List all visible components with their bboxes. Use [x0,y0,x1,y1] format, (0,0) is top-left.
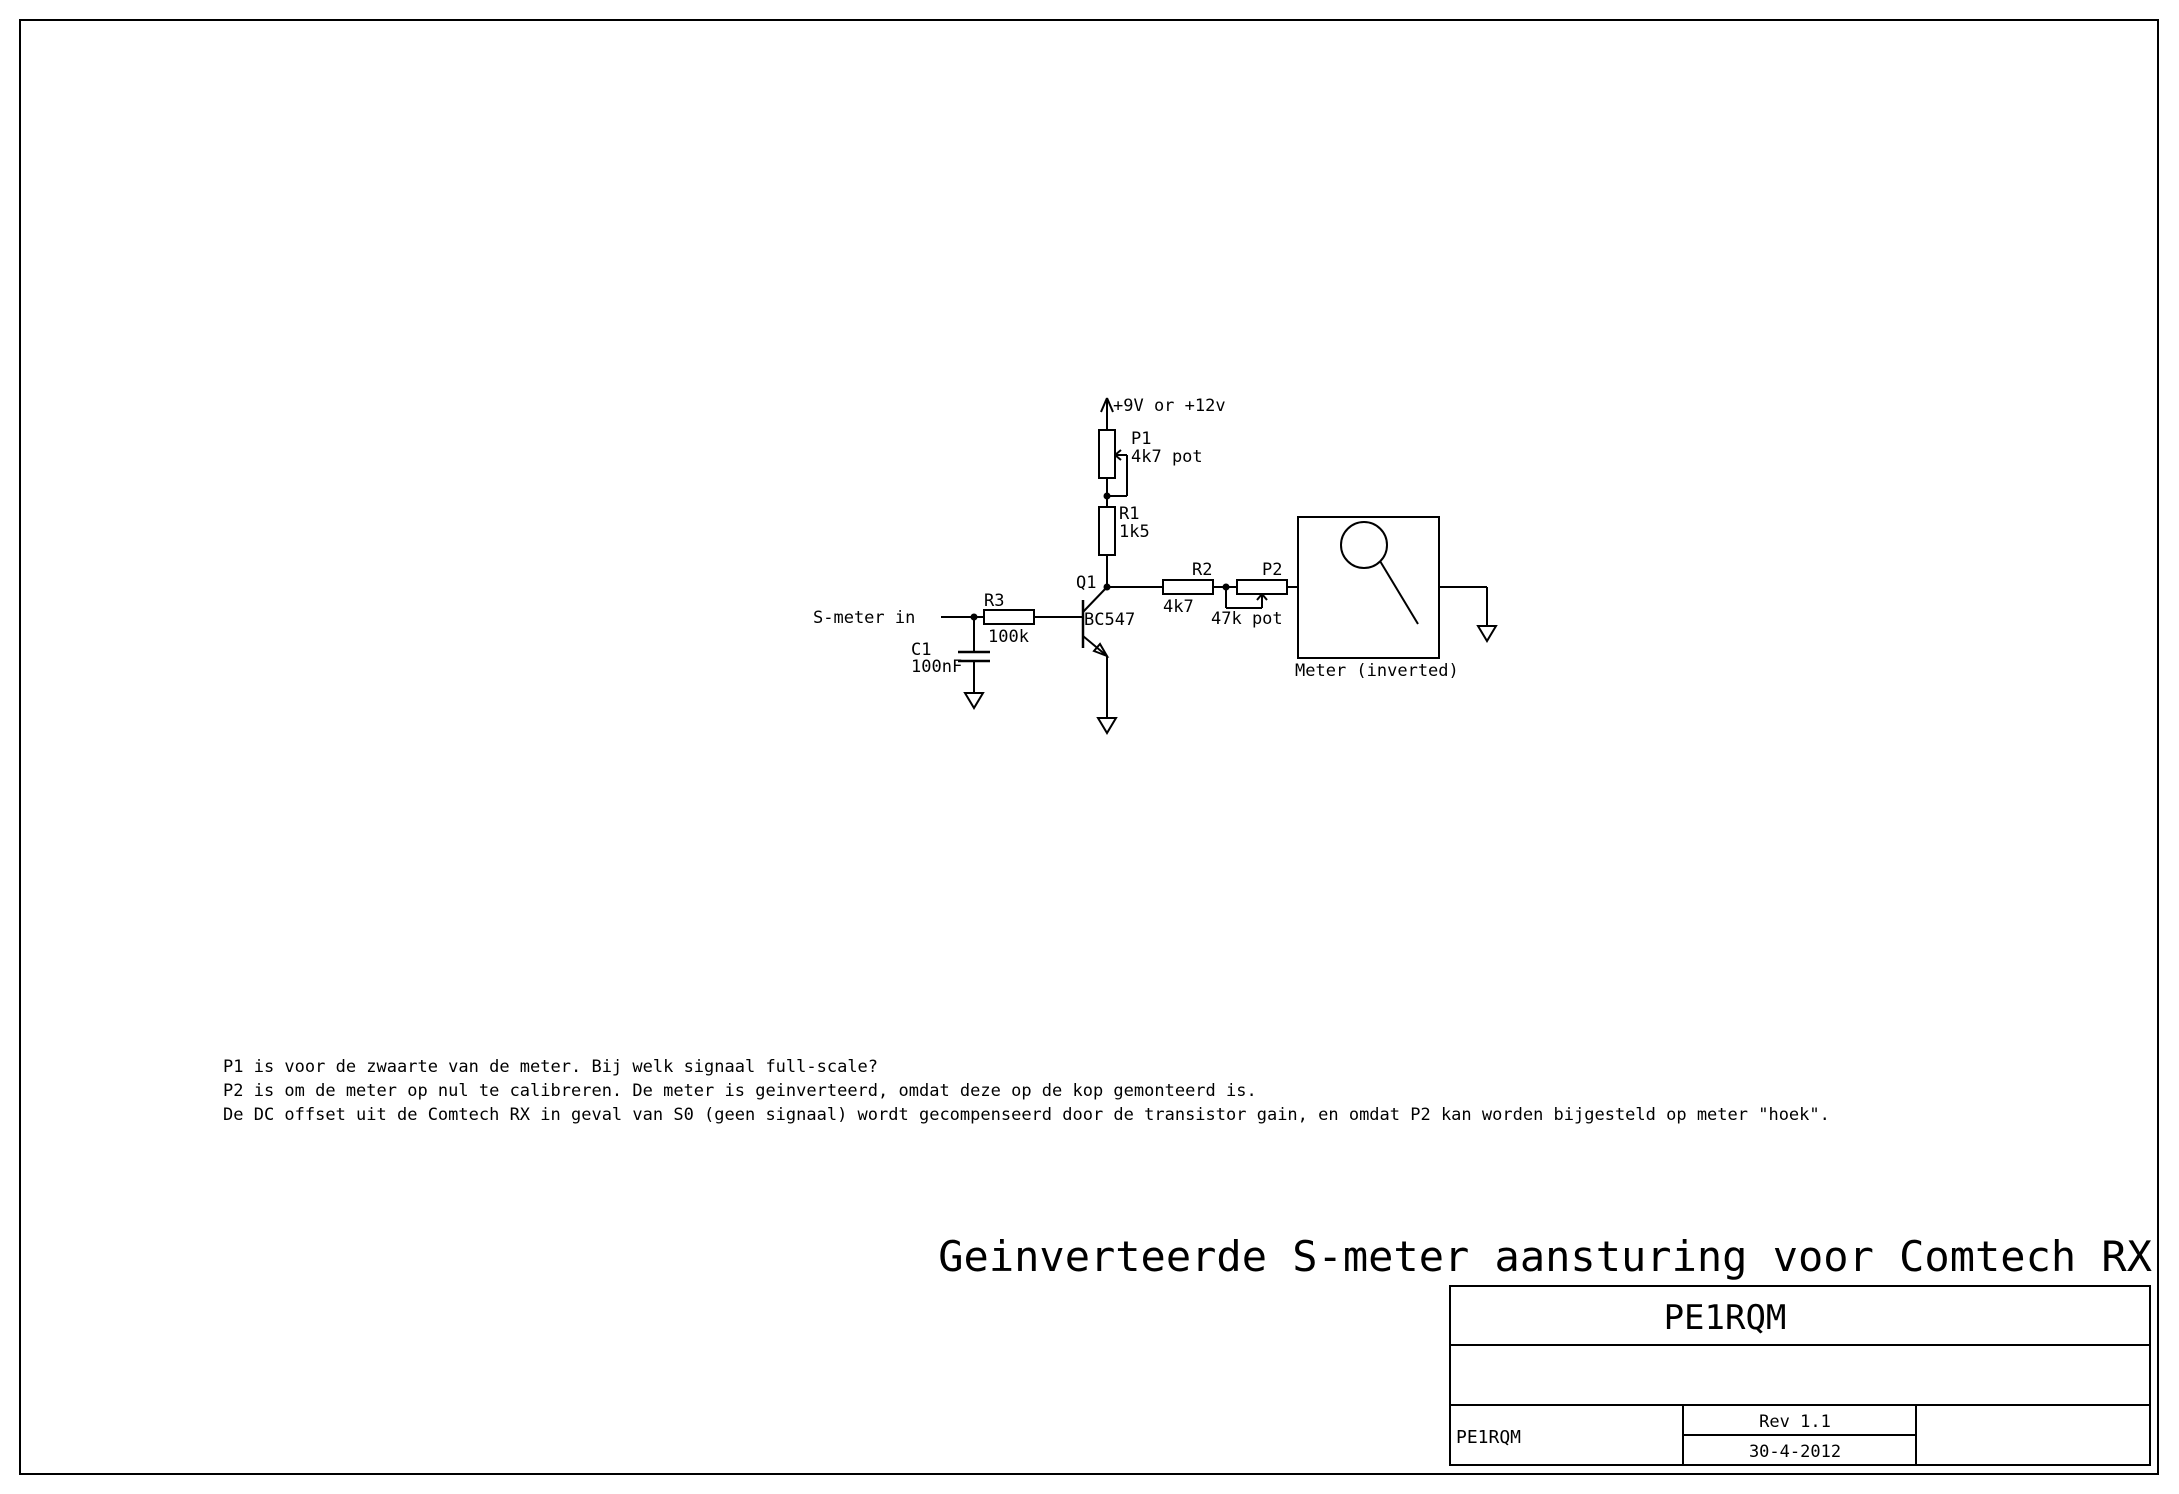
p2-potentiometer [1222,579,1298,609]
ground-symbol-meter [1476,625,1498,643]
ground-symbol-c1 [963,692,985,710]
meter-label: Meter (inverted) [1295,661,1459,681]
r2-ref: R2 [1192,560,1212,580]
company-name: PE1RQM [1664,1298,1787,1338]
note-line: P1 is voor de zwaarte van de meter. Bij … [223,1057,878,1077]
sheet-frame [19,19,2159,1475]
p1-potentiometer [1098,429,1128,507]
notes: P1 is voor de zwaarte van de meter. Bij … [223,1057,1830,1125]
q1-transistor [1081,583,1111,658]
r3-resistor [983,609,1035,625]
q1-value: BC547 [1084,610,1135,630]
r2-value: 4k7 [1163,597,1194,617]
q1-ref: Q1 [1076,573,1096,593]
circuit: +9V or +12v P1 4k7 pot R1 1k5 Q1 BC54 [813,396,1498,735]
supply-symbol [1100,397,1114,430]
c1-ref: C1 [911,640,931,660]
supply-label: +9V or +12v [1113,396,1226,416]
revision-date: 30-4-2012 [1749,1442,1841,1462]
c1-capacitor [958,617,990,693]
drawing-title: Geinverteerde S-meter aansturing voor Co… [938,1232,2152,1281]
author-name: PE1RQM [1456,1427,1521,1448]
r2-resistor [1162,579,1214,595]
note-line: De DC offset uit de Comtech RX in geval … [223,1105,1830,1125]
meter [1297,516,1488,659]
revision: Rev 1.1 [1759,1412,1831,1432]
r1-ref: R1 [1119,504,1139,524]
p2-value: 47k pot [1211,609,1283,629]
r1-value: 1k5 [1119,522,1150,542]
p1-ref: P1 [1131,429,1151,449]
note-line: P2 is om de meter op nul te calibreren. … [223,1081,1257,1101]
r3-value: 100k [988,627,1029,647]
ground-symbol-emitter [1096,717,1118,735]
input-label: S-meter in [813,608,915,628]
title-block [1449,1285,2151,1466]
r1-resistor [1098,506,1116,556]
c1-value: 100nF [911,657,962,677]
p1-value: 4k7 pot [1131,447,1203,467]
r3-ref: R3 [984,591,1004,611]
p2-ref: P2 [1262,560,1282,580]
